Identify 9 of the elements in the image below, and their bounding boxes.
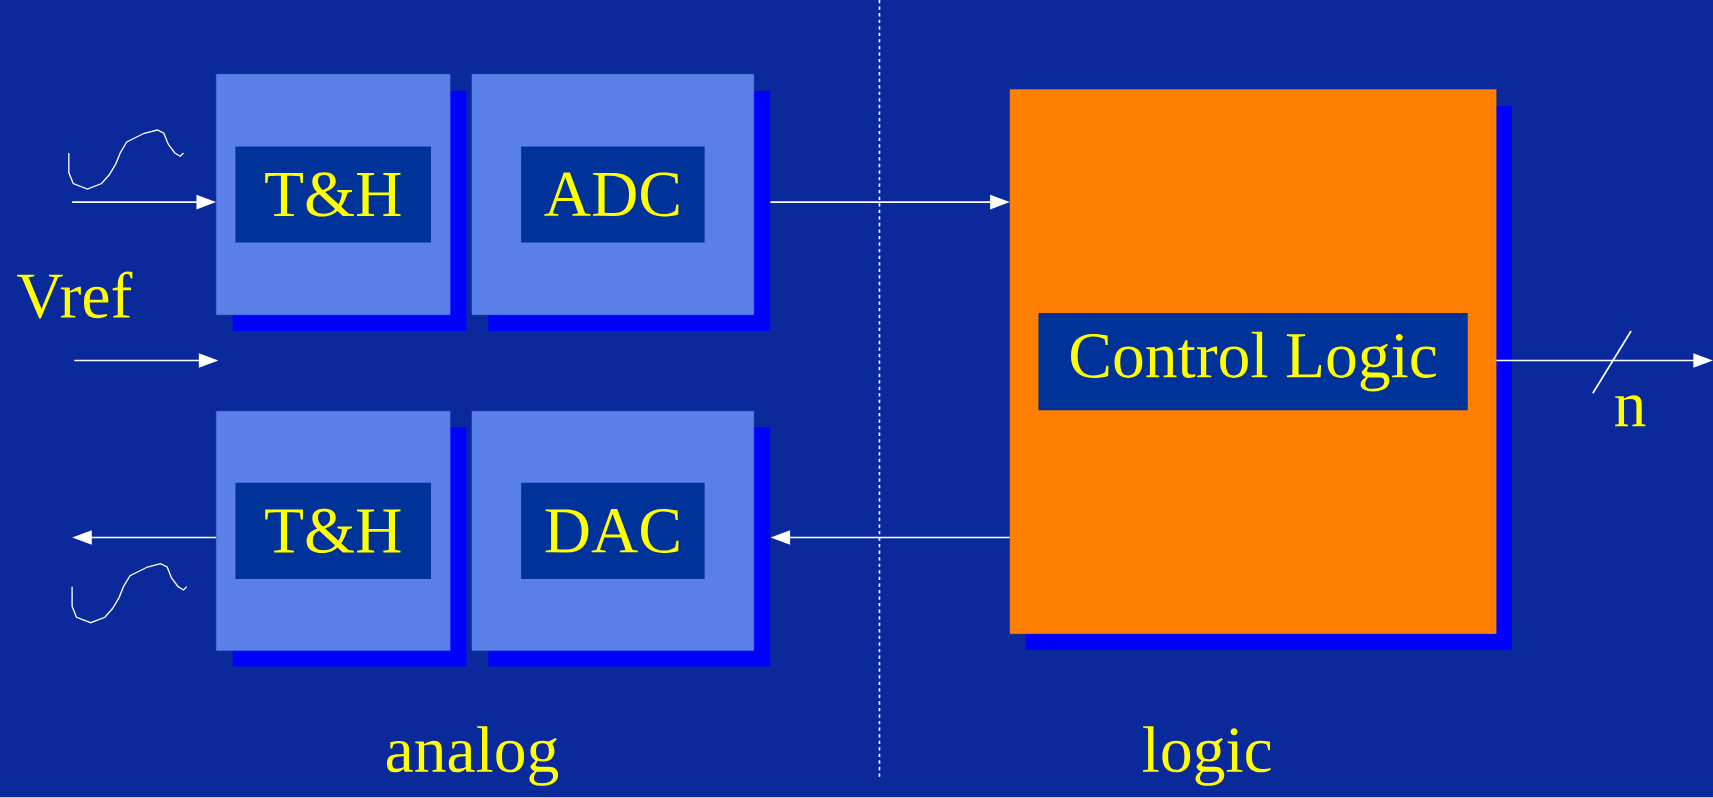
circuit-block: ADC <box>471 74 771 332</box>
circuit-block: DAC <box>471 411 771 667</box>
region-label: analog <box>386 726 559 787</box>
input-label: Vref <box>16 271 133 319</box>
logic-block: Control Logic <box>1009 89 1512 651</box>
edge-label: n <box>1615 395 1646 427</box>
circuit-block: T&H <box>216 411 467 667</box>
circuit-block: T&H <box>216 74 467 332</box>
region-label: logic <box>1143 726 1271 787</box>
